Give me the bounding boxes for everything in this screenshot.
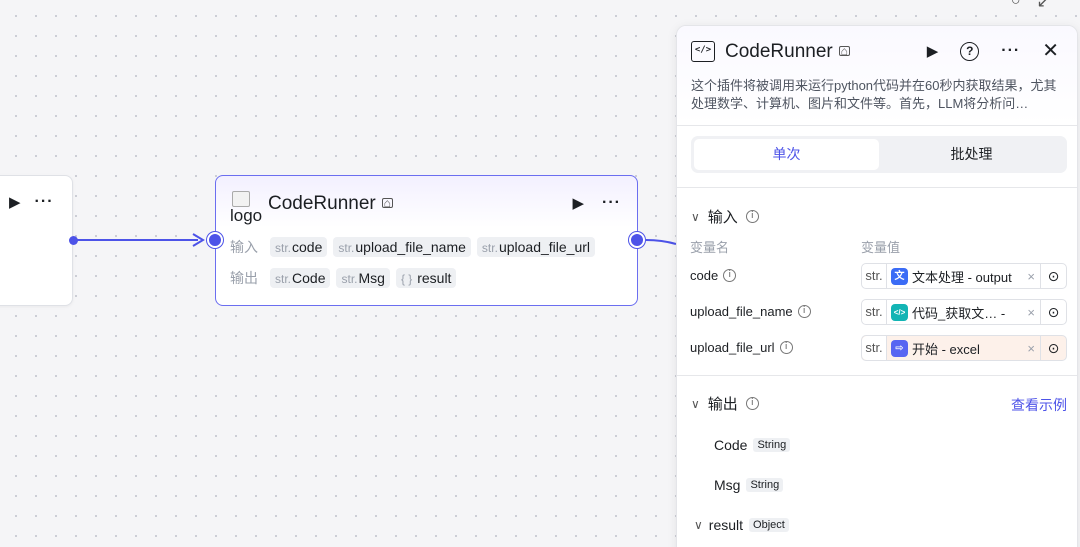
edge-main-to-panel: [645, 239, 677, 245]
edge-arrowhead: [192, 233, 205, 247]
input-tag: str.upload_file_name: [333, 237, 471, 257]
param-value-field[interactable]: str. </> 代码_获取文… - × ⊙: [861, 299, 1067, 325]
panel-header: </> CodeRunner ⌂ ▶ ? ··· ✕ 这个插件将被调用来运行pyt…: [677, 26, 1077, 126]
info-icon[interactable]: i: [745, 397, 759, 410]
info-icon[interactable]: i: [779, 341, 793, 354]
close-icon[interactable]: ✕: [1042, 40, 1059, 62]
output-tag: str.Code: [270, 268, 331, 288]
expand-icon[interactable]: ↙: [1036, 0, 1050, 11]
panel-description: 这个插件将被调用来运行python代码并在60秒内获取结果，尤其处理数学、计算机…: [691, 78, 1057, 111]
previous-node[interactable]: ▶ ···: [0, 175, 73, 306]
store-icon: ⌂: [838, 44, 850, 58]
mode-switch: 单次 批处理: [691, 136, 1067, 173]
param-value-field[interactable]: str. 文 文本处理 - output × ⊙: [861, 263, 1067, 289]
reference-chip[interactable]: </> 代码_获取文… -: [891, 303, 1027, 322]
store-icon: ⌂: [381, 196, 393, 210]
chevron-down-icon[interactable]: ∨: [691, 396, 700, 411]
play-icon[interactable]: ▶: [572, 194, 585, 212]
chevron-down-icon[interactable]: ∨: [691, 209, 700, 224]
tab-single[interactable]: 单次: [694, 139, 879, 170]
canvas-corner-controls: ○ ↙: [1011, 0, 1050, 12]
code-node-icon: </>: [891, 303, 908, 321]
output-section-header[interactable]: ∨ 输出 i: [691, 393, 759, 414]
target-icon[interactable]: ⊙: [1040, 300, 1066, 324]
node-outputs-row: 输出 str.Code str.Msg { } result: [230, 268, 457, 288]
clear-icon[interactable]: ×: [1027, 268, 1035, 284]
node-inputs-row: 输入 str.code str.upload_file_name str.upl…: [230, 237, 596, 257]
output-port[interactable]: [629, 232, 645, 248]
type-label: str.: [862, 264, 887, 288]
node-title: CodeRunner: [268, 193, 376, 214]
info-icon[interactable]: i: [797, 305, 811, 318]
broken-image-icon: [232, 191, 250, 207]
node-logo: logo: [230, 191, 263, 231]
refresh-icon[interactable]: ○: [1010, 0, 1021, 9]
divider: [677, 187, 1077, 188]
target-icon[interactable]: ⊙: [1040, 264, 1066, 288]
more-icon[interactable]: ···: [34, 193, 54, 210]
run-button[interactable]: ▶: [926, 42, 939, 60]
text-process-icon: 文: [891, 267, 908, 285]
info-icon[interactable]: i: [723, 269, 737, 282]
tab-batch[interactable]: 批处理: [950, 146, 993, 162]
outputs-label: 输出: [230, 270, 258, 286]
more-icon[interactable]: ···: [602, 194, 621, 211]
output-tag: { } result: [395, 268, 457, 288]
play-icon[interactable]: ▶: [9, 193, 21, 211]
clear-icon[interactable]: ×: [1027, 304, 1035, 320]
col-header-name: 变量名: [690, 240, 730, 255]
start-node-icon: ⇨: [891, 339, 908, 357]
target-icon[interactable]: ⊙: [1040, 336, 1066, 360]
input-section-header[interactable]: ∨ 输入 i: [691, 206, 759, 227]
reference-chip[interactable]: 文 文本处理 - output: [891, 267, 1027, 286]
inputs-label: 输入: [230, 239, 258, 255]
view-example-link[interactable]: 查看示例: [1011, 397, 1067, 413]
divider: [677, 375, 1077, 376]
input-port[interactable]: [207, 232, 223, 248]
type-label: str.: [862, 300, 887, 324]
input-tag: str.code: [270, 237, 328, 257]
panel-title: CodeRunner: [725, 41, 833, 62]
output-section-title: 输出: [707, 396, 738, 413]
node-config-panel: </> CodeRunner ⌂ ▶ ? ··· ✕ 这个插件将被调用来运行pyt…: [676, 25, 1078, 547]
info-icon[interactable]: i: [745, 210, 759, 223]
col-header-value: 变量值: [861, 240, 901, 255]
help-icon[interactable]: ?: [960, 41, 980, 61]
output-port-previous[interactable]: [69, 236, 78, 245]
param-value-field[interactable]: str. ⇨ 开始 - excel × ⊙: [861, 335, 1067, 361]
type-label: str.: [862, 336, 887, 360]
code-icon: </>: [691, 41, 715, 62]
logo-alt-text: logo: [230, 206, 263, 225]
reference-chip[interactable]: ⇨ 开始 - excel: [891, 339, 1027, 358]
output-tag: str.Msg: [336, 268, 390, 288]
chevron-down-icon[interactable]: ∨: [694, 518, 703, 532]
input-section-title: 输入: [707, 209, 738, 226]
input-tag: str.upload_file_url: [476, 237, 596, 257]
coderunner-node[interactable]: logo CodeRunner ⌂ ▶ ··· 输入 str.code str.u…: [215, 175, 638, 306]
clear-icon[interactable]: ×: [1027, 340, 1035, 356]
more-icon[interactable]: ···: [1001, 42, 1021, 59]
